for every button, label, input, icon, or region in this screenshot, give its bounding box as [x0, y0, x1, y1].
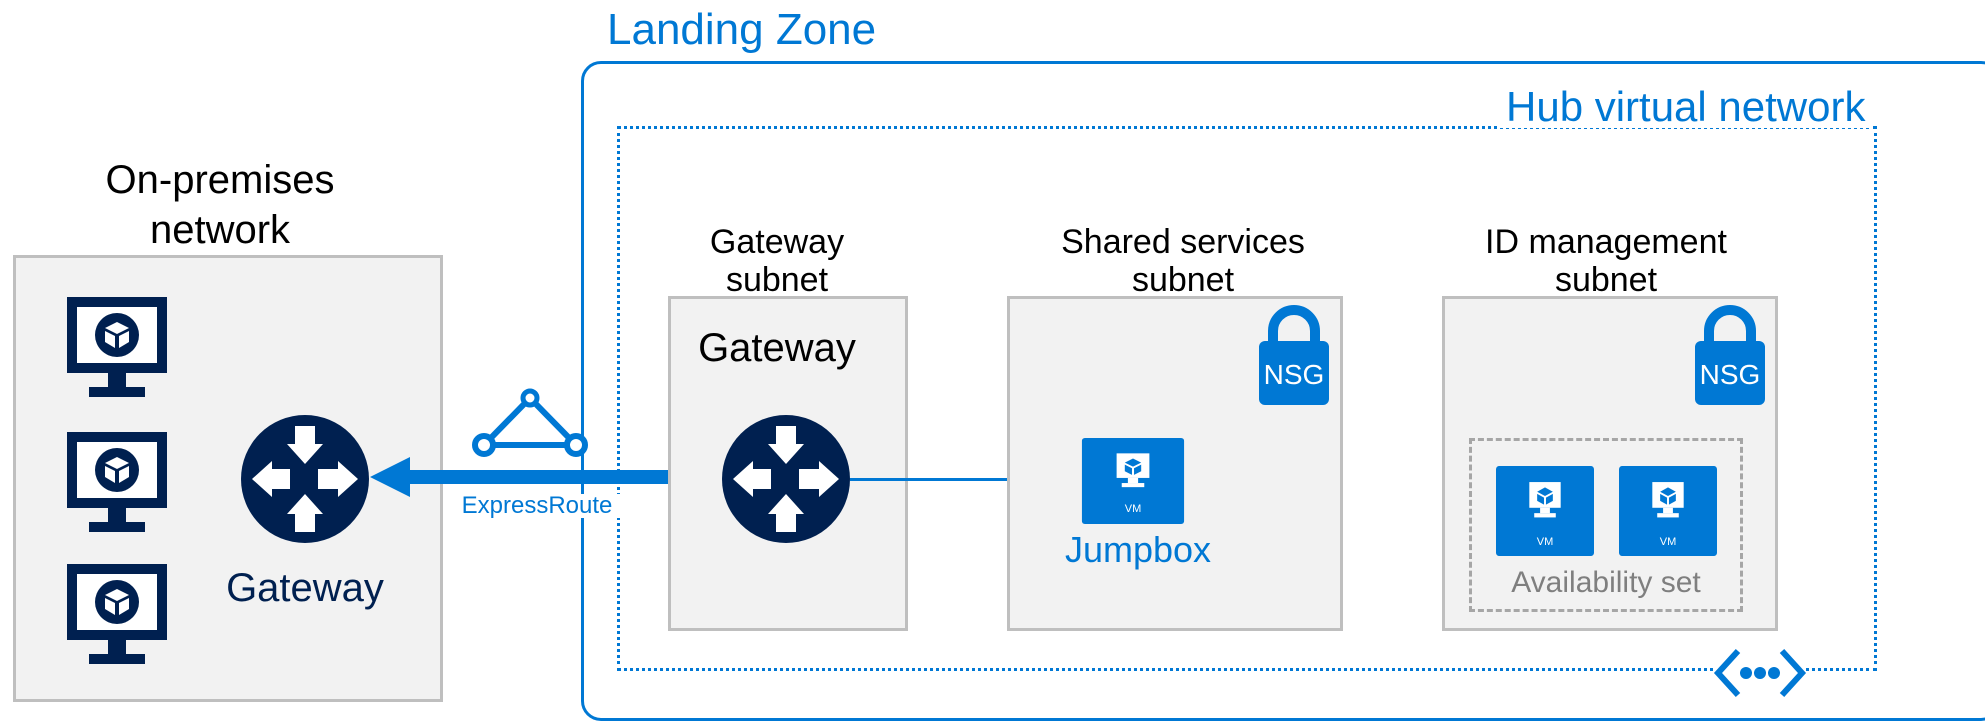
- computer-icon: [65, 430, 169, 534]
- id-nsg: NSG: [1694, 305, 1766, 405]
- id-subnet-title-line2: subnet: [1554, 261, 1658, 299]
- gateway-subnet-title-line1: Gateway: [709, 223, 845, 261]
- shared-subnet-title-line2: subnet: [1131, 261, 1235, 299]
- availability-set-boundary: [1469, 438, 1743, 612]
- jumpbox-vm: VM: [1081, 438, 1185, 524]
- expressroute-label: ExpressRoute: [452, 494, 622, 518]
- availability-vm-2: VM: [1619, 466, 1717, 556]
- shared-nsg-label: NSG: [1263, 359, 1325, 390]
- onprem-title-line2: network: [149, 208, 291, 252]
- jumpbox-vm-label: VM: [1124, 503, 1142, 515]
- onprem-title-line1: On-premises: [105, 158, 335, 202]
- computer-icon: [65, 562, 169, 666]
- vnet-peering-icon: [1713, 648, 1807, 698]
- onprem-gateway-label: Gateway: [226, 566, 384, 610]
- availability-set-label: Availability set: [1511, 566, 1701, 599]
- gateway-jumpbox-link: [850, 478, 1082, 481]
- availability-vm-1: VM: [1496, 466, 1594, 556]
- onprem-router-icon: [240, 414, 370, 544]
- expressroute-icon: [472, 388, 588, 457]
- landing-zone-title: Landing Zone: [607, 5, 877, 54]
- computer-icon: [65, 295, 169, 399]
- shared-nsg: NSG: [1258, 305, 1330, 405]
- availability-vm-2-label: VM: [1659, 536, 1677, 548]
- availability-vm-1-label: VM: [1536, 536, 1554, 548]
- hub-vnet-title: Hub virtual network: [1500, 86, 1872, 128]
- jumpbox-label: Jumpbox: [1064, 529, 1212, 570]
- gateway-router-icon: [721, 414, 851, 544]
- shared-subnet-title-line1: Shared services: [1061, 223, 1305, 261]
- lock-icon: [1258, 305, 1330, 405]
- id-nsg-label: NSG: [1699, 359, 1761, 390]
- hub-vnet-boundary: [617, 126, 1877, 671]
- id-subnet-title-line1: ID management: [1485, 223, 1727, 261]
- lock-icon: [1694, 305, 1766, 405]
- gateway-subnet-gateway-label: Gateway: [698, 326, 856, 370]
- gateway-subnet-title-line2: subnet: [725, 261, 829, 299]
